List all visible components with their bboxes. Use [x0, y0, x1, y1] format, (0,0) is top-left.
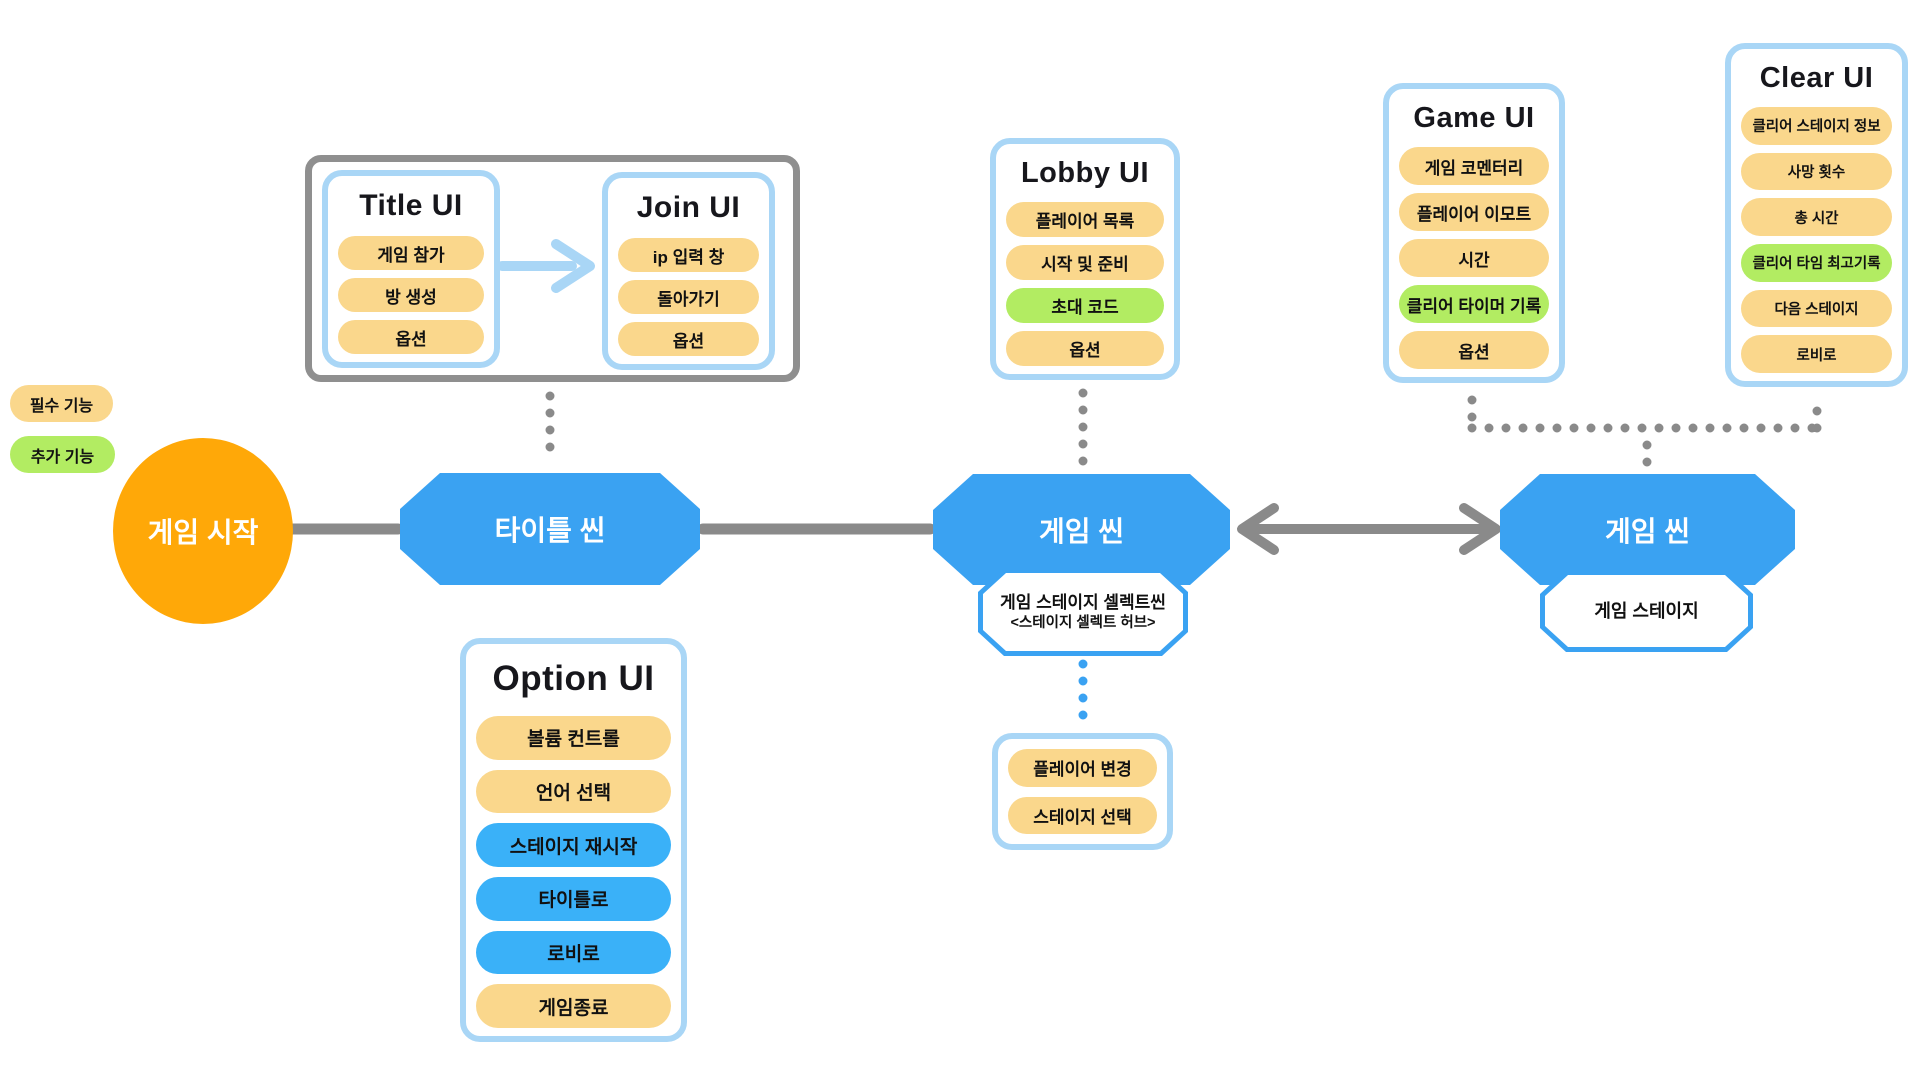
option-ui-panel: Option UI 볼륨 컨트롤 언어 선택 스테이지 재시작 타이틀로 로비로…: [460, 638, 687, 1042]
stage-select-panel: 플레이어 변경 스테이지 선택: [992, 733, 1173, 850]
dotted-gameui-clearui-gamescene: [1467, 393, 1822, 469]
stage-select-item-change-player: 플레이어 변경: [1008, 749, 1157, 787]
option-ui-item-to-lobby: 로비로: [476, 930, 671, 975]
option-ui-item-to-title: 타이틀로: [476, 877, 671, 921]
title-ui-item-options: 옵션: [338, 320, 484, 354]
game-ui-item-commentary: 게임 코멘터리: [1399, 147, 1549, 185]
join-ui-heading: Join UI: [636, 191, 741, 224]
lobby-ui-heading: Lobby UI: [1020, 156, 1150, 189]
title-scene-node: 타이틀 씬: [400, 473, 700, 585]
clear-ui-item-stage-info: 클리어 스테이지 정보: [1741, 107, 1892, 145]
connector-gamescenes-arrowhead-left: [1237, 503, 1279, 555]
option-ui-item-stage-restart: 스테이지 재시작: [476, 823, 671, 868]
clear-ui-item-next-stage: 다음 스테이지: [1741, 289, 1892, 328]
lobby-ui-panel: Lobby UI 플레이어 목록 시작 및 준비 초대 코드 옵션: [990, 138, 1180, 380]
game-ui-item-options: 옵션: [1399, 331, 1549, 369]
clear-ui-heading: Clear UI: [1759, 61, 1874, 94]
stage-select-hub-line1: 게임 스테이지 셀렉트씬: [1000, 593, 1166, 613]
clear-ui-item-total-time: 총 시간: [1741, 198, 1892, 237]
connector-gamescenes-arrowhead-right: [1459, 503, 1501, 555]
game-ui-item-player-emote: 플레이어 이모트: [1399, 193, 1549, 231]
option-ui-item-quit-game: 게임종료: [476, 984, 671, 1029]
game-ui-item-time: 시간: [1399, 239, 1549, 277]
game-stage-node: 게임 스테이지: [1540, 570, 1753, 652]
clear-ui-item-best-clear-time: 클리어 타임 최고기록: [1741, 244, 1892, 282]
game-ui-item-clear-timer-record: 클리어 타이머 기록: [1399, 285, 1549, 323]
arrow-title-to-join-head: [551, 239, 595, 293]
legend-required-pill: 필수 기능: [10, 385, 113, 422]
join-ui-panel: Join UI ip 입력 창 돌아가기 옵션: [602, 172, 775, 370]
title-ui-item-create-room: 방 생성: [338, 278, 484, 312]
title-join-group-frame: [305, 155, 800, 382]
option-ui-heading: Option UI: [492, 659, 655, 698]
title-ui-item-join-game: 게임 참가: [338, 236, 484, 270]
game-ui-heading: Game UI: [1413, 101, 1535, 134]
game-start-node: 게임 시작: [113, 438, 293, 624]
stage-select-hub-node: 게임 스테이지 셀렉트씬 <스테이지 셀렉트 허브>: [978, 568, 1188, 656]
game-scene-select-node: 게임 씬: [933, 474, 1230, 585]
join-ui-item-options: 옵션: [618, 322, 759, 356]
lobby-ui-item-player-list: 플레이어 목록: [1006, 202, 1164, 237]
stage-select-item-select-stage: 스테이지 선택: [1008, 796, 1157, 834]
legend-extra-pill: 추가 기능: [10, 436, 115, 473]
clear-ui-item-to-lobby: 로비로: [1741, 335, 1892, 374]
join-ui-item-back: 돌아가기: [618, 280, 759, 314]
option-ui-item-volume-control: 볼륨 컨트롤: [476, 716, 671, 760]
game-scene-stage-node: 게임 씬: [1500, 474, 1795, 585]
lobby-ui-item-start-ready: 시작 및 준비: [1006, 245, 1164, 280]
game-ui-panel: Game UI 게임 코멘터리 플레이어 이모트 시간 클리어 타이머 기록 옵…: [1383, 83, 1565, 383]
clear-ui-item-death-count: 사망 횟수: [1741, 152, 1892, 191]
clear-ui-panel: Clear UI 클리어 스테이지 정보 사망 횟수 총 시간 클리어 타임 최…: [1725, 43, 1908, 387]
option-ui-item-language-select: 언어 선택: [476, 769, 671, 814]
join-ui-item-ip-input: ip 입력 창: [618, 238, 759, 272]
stage-select-hub-label: 게임 스테이지 셀렉트씬 <스테이지 셀렉트 허브>: [983, 573, 1183, 651]
lobby-ui-item-options: 옵션: [1006, 331, 1164, 366]
stage-select-hub-line2: <스테이지 셀렉트 허브>: [1010, 614, 1156, 631]
game-stage-label: 게임 스테이지: [1545, 575, 1748, 647]
lobby-ui-item-invite-code: 초대 코드: [1006, 288, 1164, 323]
title-ui-panel: Title UI 게임 참가 방 생성 옵션: [322, 170, 500, 368]
title-ui-heading: Title UI: [359, 189, 463, 222]
